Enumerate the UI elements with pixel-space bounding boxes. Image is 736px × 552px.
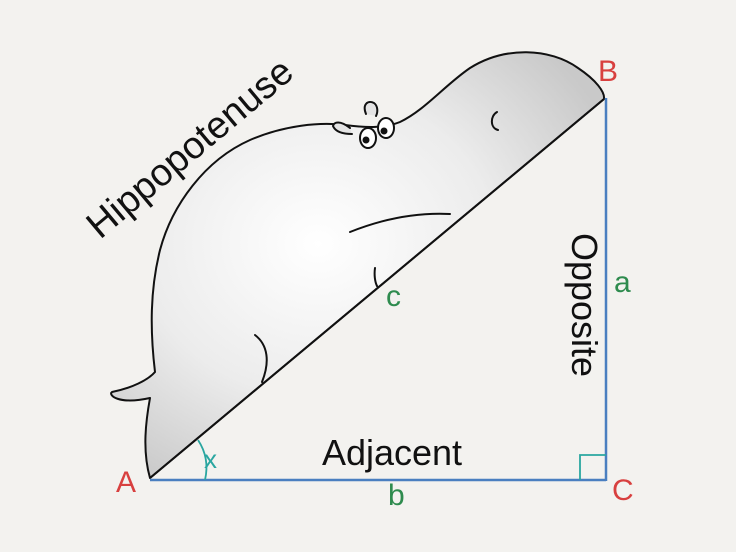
side-c-label: c (386, 280, 401, 313)
hippo-back-leg (254, 334, 268, 383)
side-a-label: a (614, 266, 631, 299)
vertex-c-label: C (612, 474, 634, 507)
hippo-ear-right (363, 101, 379, 117)
opposite-label: Opposite (564, 233, 605, 377)
hippo-illustration (110, 51, 606, 479)
adjacent-label: Adjacent (322, 432, 462, 473)
side-b-label: b (388, 479, 405, 512)
hippo-body (110, 51, 606, 479)
vertex-b-label: B (598, 55, 618, 88)
hypotenuse-line (149, 98, 605, 479)
hippo-pupil-right (380, 127, 388, 135)
angle-arc-x (197, 439, 208, 481)
hippo-ear-left (331, 121, 353, 135)
right-angle-marker (579, 454, 606, 480)
vertex-a-label: A (116, 466, 136, 499)
hippo-front-leg (349, 212, 451, 287)
hippo-eye-right (377, 117, 395, 139)
angle-x-label: x (204, 444, 217, 474)
hippo-pupil-left (362, 136, 370, 144)
right-triangle (149, 98, 608, 482)
hippo-nostril (490, 111, 499, 131)
